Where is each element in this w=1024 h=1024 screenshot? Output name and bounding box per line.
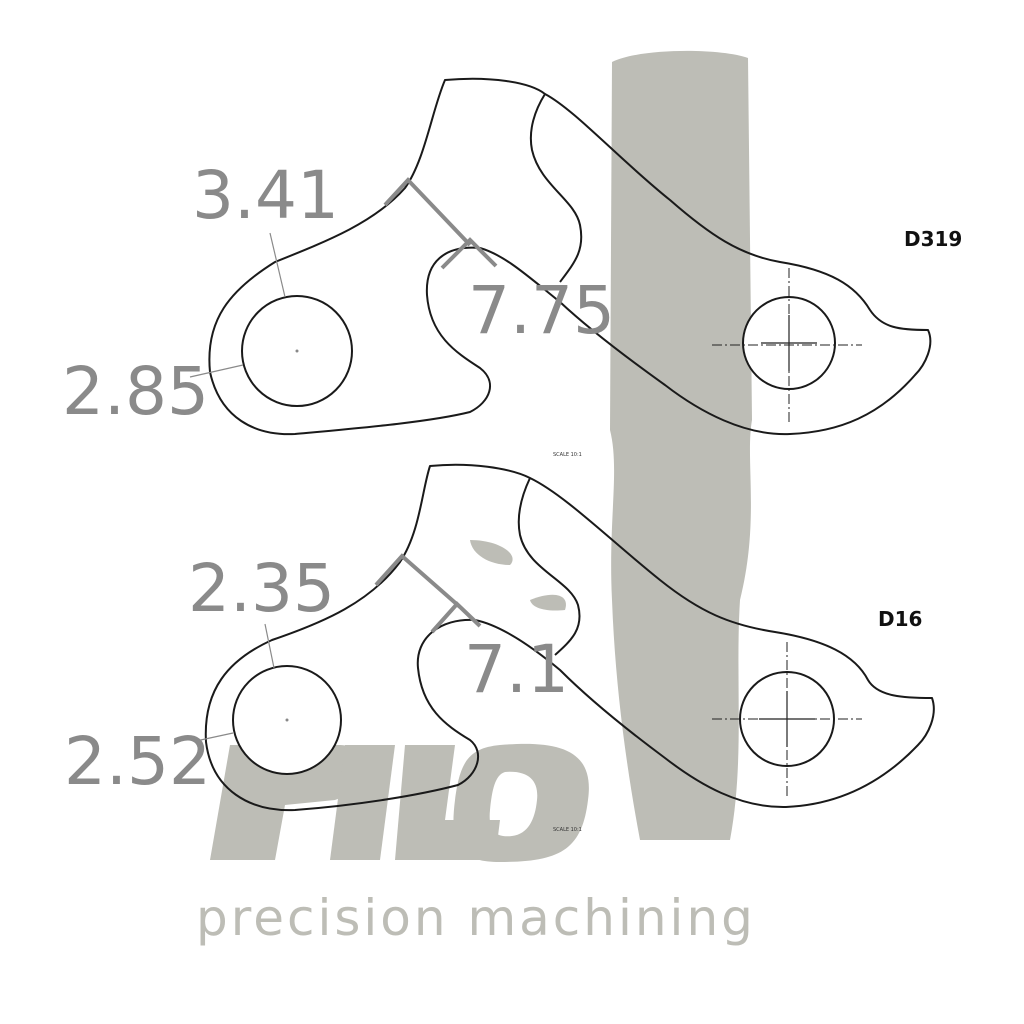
part-d319: 3.41 2.85 7.75 D319 SCALE 10:1 [62, 77, 962, 458]
dimension-top-value: 2.35 [188, 550, 335, 627]
part-outline [204, 463, 935, 812]
dimension-leader [195, 732, 234, 742]
hole-center [285, 718, 289, 722]
watermark-leaf-shape [470, 540, 513, 565]
part-code: D319 [904, 227, 962, 251]
dimension-diagonal-value: 7.1 [464, 631, 569, 708]
watermark-tagline: precision machining [196, 889, 756, 947]
dimension-leader [264, 623, 275, 669]
watermark-logo [210, 50, 752, 862]
dimension-left-value: 2.85 [62, 353, 209, 430]
watermark-logo-letters [210, 743, 589, 862]
dimension-leader [189, 364, 244, 378]
dimension-top-value: 3.41 [192, 157, 339, 234]
dimension-bracket [374, 553, 482, 634]
scale-note: SCALE 10:1 [553, 827, 582, 833]
part-d16: 2.35 2.52 7.1 D16 SCALE 10:1 [64, 463, 935, 833]
part-inner-slot [529, 93, 583, 283]
dimension-leader [269, 232, 286, 298]
part-code: D16 [878, 607, 922, 631]
watermark-leaf-shape [530, 594, 566, 611]
part-inner-slot [517, 477, 581, 656]
scale-note: SCALE 10:1 [553, 452, 582, 458]
dimension-bracket [383, 177, 498, 270]
dimension-left-value: 2.52 [64, 723, 211, 800]
dimension-diagonal-value: 7.75 [468, 272, 615, 349]
part-outline [208, 77, 932, 436]
watermark-pen-shape [610, 50, 752, 841]
hole-center [295, 349, 299, 353]
